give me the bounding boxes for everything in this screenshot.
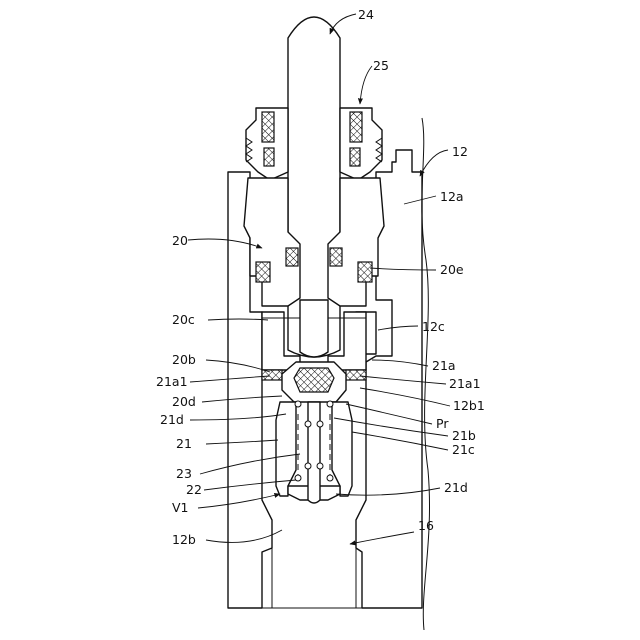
label-16: 16 <box>418 518 434 533</box>
label-21b: 21b <box>452 428 476 443</box>
label-21a1-left: 21a1 <box>156 374 188 389</box>
label-21a1-right: 21a1 <box>449 376 481 391</box>
label-21a: 21a <box>432 358 456 373</box>
label-21: 21 <box>176 436 192 451</box>
label-12b1: 12b1 <box>453 398 485 413</box>
label-v1: V1 <box>172 500 189 515</box>
label-20: 20 <box>172 233 188 248</box>
label-20d: 20d <box>172 394 196 409</box>
label-21d-left: 21d <box>160 412 184 427</box>
valve-member-21 <box>276 362 352 503</box>
label-24: 24 <box>358 7 374 22</box>
label-20e: 20e <box>440 262 464 277</box>
label-12c: 12c <box>422 319 445 334</box>
label-23: 23 <box>176 466 192 481</box>
label-20c: 20c <box>172 312 195 327</box>
label-20b: 20b <box>172 352 196 367</box>
label-pr: Pr <box>436 416 449 431</box>
label-12: 12 <box>452 144 468 159</box>
label-22: 22 <box>186 482 202 497</box>
label-12a: 12a <box>440 189 464 204</box>
label-21d-right: 21d <box>444 480 468 495</box>
label-12b: 12b <box>172 532 196 547</box>
label-21c: 21c <box>452 442 475 457</box>
plunger-24 <box>288 17 340 357</box>
label-25: 25 <box>373 58 389 73</box>
